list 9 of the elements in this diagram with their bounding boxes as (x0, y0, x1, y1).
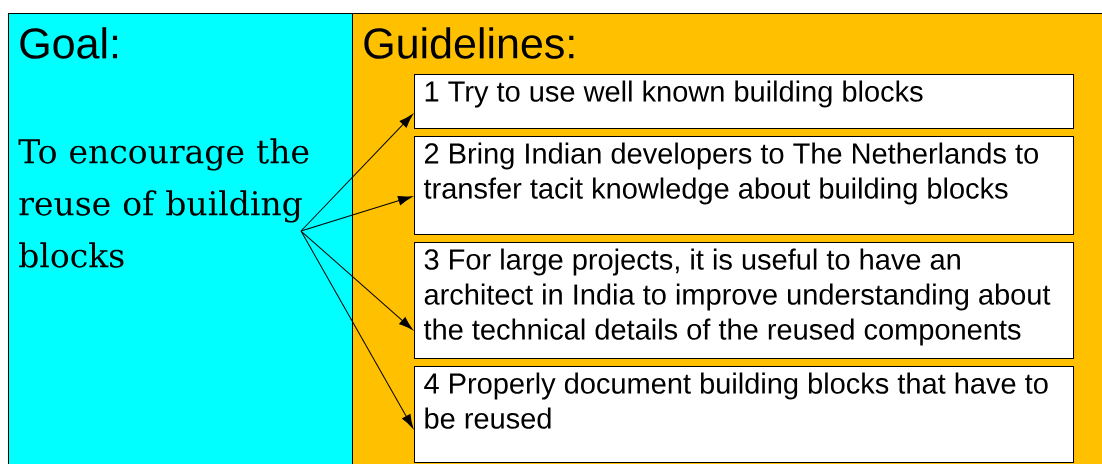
arrow (300, 114, 413, 232)
guideline-box: 4 Properly document building blocks that have to be reused (414, 366, 1074, 463)
arrow (300, 196, 413, 232)
guideline-box: 2 Bring Indian developers to The Netherlands to transfer tacit knowledge about building blocks (414, 136, 1074, 235)
guideline-box: 1 Try to use well known building blocks (414, 74, 1074, 129)
goal-panel: Goal: To encourage the reuse of building blocks (8, 13, 353, 464)
arrow (300, 230, 413, 330)
arrow (300, 230, 414, 429)
guideline-box: 3 For large projects, it is useful to have an architect in India to improve understanding about the technical details of the reused components (414, 242, 1074, 359)
